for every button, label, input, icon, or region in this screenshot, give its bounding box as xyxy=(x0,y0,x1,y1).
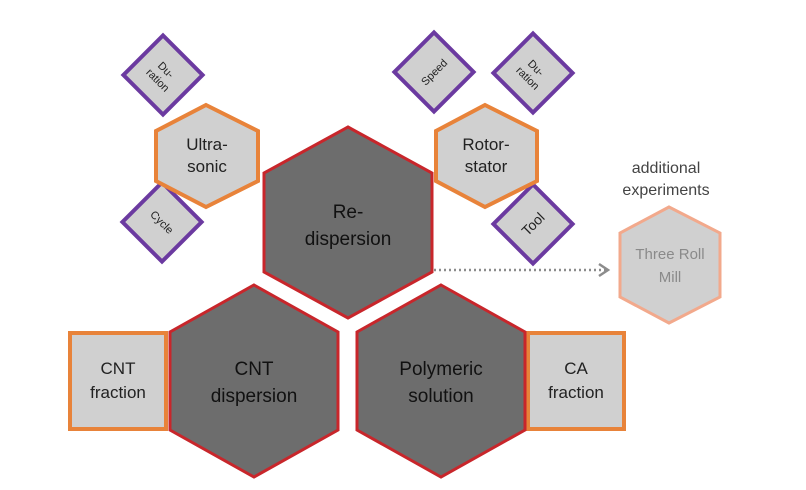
box-ca-fraction: CA fraction xyxy=(526,331,626,431)
hex-ultrasonic: Ultra- sonic xyxy=(154,102,260,210)
param-rotor-speed: Speed xyxy=(391,29,477,115)
svg-text:CNT: CNT xyxy=(234,359,273,380)
param-ultrasonic-cycle: Cycle xyxy=(119,179,205,265)
box-cnt-fraction: CNT fraction xyxy=(68,331,168,431)
svg-text:fraction: fraction xyxy=(90,383,146,402)
svg-text:Re-: Re- xyxy=(333,202,364,223)
svg-text:sonic: sonic xyxy=(187,157,227,176)
svg-text:stator: stator xyxy=(465,157,508,176)
svg-text:experiments: experiments xyxy=(622,182,709,199)
svg-text:additional: additional xyxy=(632,160,701,177)
svg-text:Ultra-: Ultra- xyxy=(186,135,228,154)
svg-text:fraction: fraction xyxy=(548,383,604,402)
svg-text:solution: solution xyxy=(408,386,474,407)
hex-polymeric-solution: Polymeric solution xyxy=(355,283,527,479)
svg-text:dispersion: dispersion xyxy=(211,386,298,407)
hex-rotor-stator: Rotor- stator xyxy=(434,102,539,210)
hex-redispersion: Re- dispersion xyxy=(262,125,434,320)
svg-text:Rotor-: Rotor- xyxy=(462,135,509,154)
svg-text:CA: CA xyxy=(564,359,588,378)
svg-text:Mill: Mill xyxy=(659,269,682,286)
svg-text:dispersion: dispersion xyxy=(305,229,392,250)
hex-three-roll-mill: Three Roll Mill xyxy=(618,205,722,325)
svg-text:Polymeric: Polymeric xyxy=(399,359,482,380)
svg-text:Three Roll: Three Roll xyxy=(635,246,704,263)
param-ultrasonic-duration: Du- ration xyxy=(120,32,206,118)
svg-text:CNT: CNT xyxy=(101,359,136,378)
hex-cnt-dispersion: CNT dispersion xyxy=(168,283,340,479)
additional-experiments-caption: additional experiments xyxy=(622,160,709,199)
param-rotor-tool: Tool xyxy=(490,181,576,267)
param-rotor-duration: Du- ration xyxy=(490,30,576,116)
